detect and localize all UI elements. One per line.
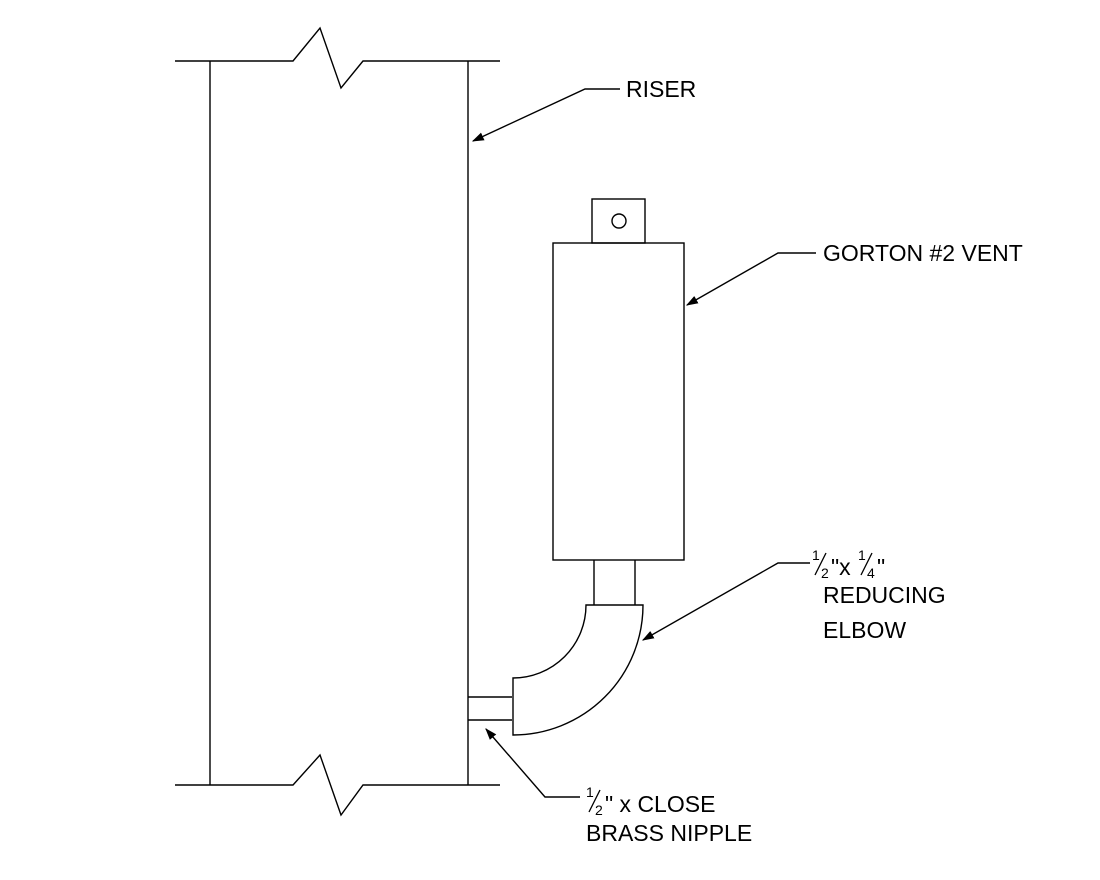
riser-leader — [471, 88, 620, 142]
vent-leader — [685, 252, 816, 306]
riser-pipe — [175, 26, 500, 817]
reducing-elbow — [512, 604, 644, 736]
elbow-body — [512, 604, 644, 736]
nipple-frac-slash — [588, 789, 601, 813]
vent-cap-hole — [611, 213, 627, 229]
elbow-leader — [641, 562, 810, 641]
elbow-frac2-slash — [860, 552, 873, 576]
nipple-label: 1 2 " x CLOSE BRASS NIPPLE — [586, 784, 752, 846]
riser-top-break-line — [175, 26, 500, 90]
vent-stem — [593, 560, 636, 605]
vent-cap — [591, 198, 646, 244]
nipple-leader — [485, 728, 580, 798]
vent-body — [552, 242, 685, 561]
nipple-label-line2: BRASS NIPPLE — [586, 820, 752, 846]
nipple-frac-numerator: 1 — [586, 784, 594, 800]
elbow-frac1-denominator: 2 — [821, 565, 829, 581]
elbow-label: 1 2 "x 1 4 " REDUCING ELBOW — [812, 547, 946, 643]
leader-lines — [471, 88, 816, 798]
elbow-size-separator: "x — [831, 554, 851, 580]
riser-bottom-break-line — [175, 753, 500, 817]
elbow-frac1-numerator: 1 — [812, 547, 820, 563]
vent-label: GORTON #2 VENT — [823, 240, 1023, 266]
brass-nipple — [468, 696, 512, 721]
elbow-label-line2: REDUCING — [823, 582, 946, 608]
elbow-size-inch-mark: " — [877, 554, 885, 580]
elbow-label-line3: ELBOW — [823, 617, 906, 643]
elbow-frac2-numerator: 1 — [858, 547, 866, 563]
riser-label: RISER — [626, 76, 696, 102]
elbow-frac1-slash — [814, 552, 827, 576]
nipple-frac-denominator: 2 — [595, 802, 603, 818]
nipple-label-line1-rest: " x CLOSE — [605, 791, 715, 817]
elbow-frac2-denominator: 4 — [867, 565, 875, 581]
gorton-vent — [552, 198, 685, 561]
